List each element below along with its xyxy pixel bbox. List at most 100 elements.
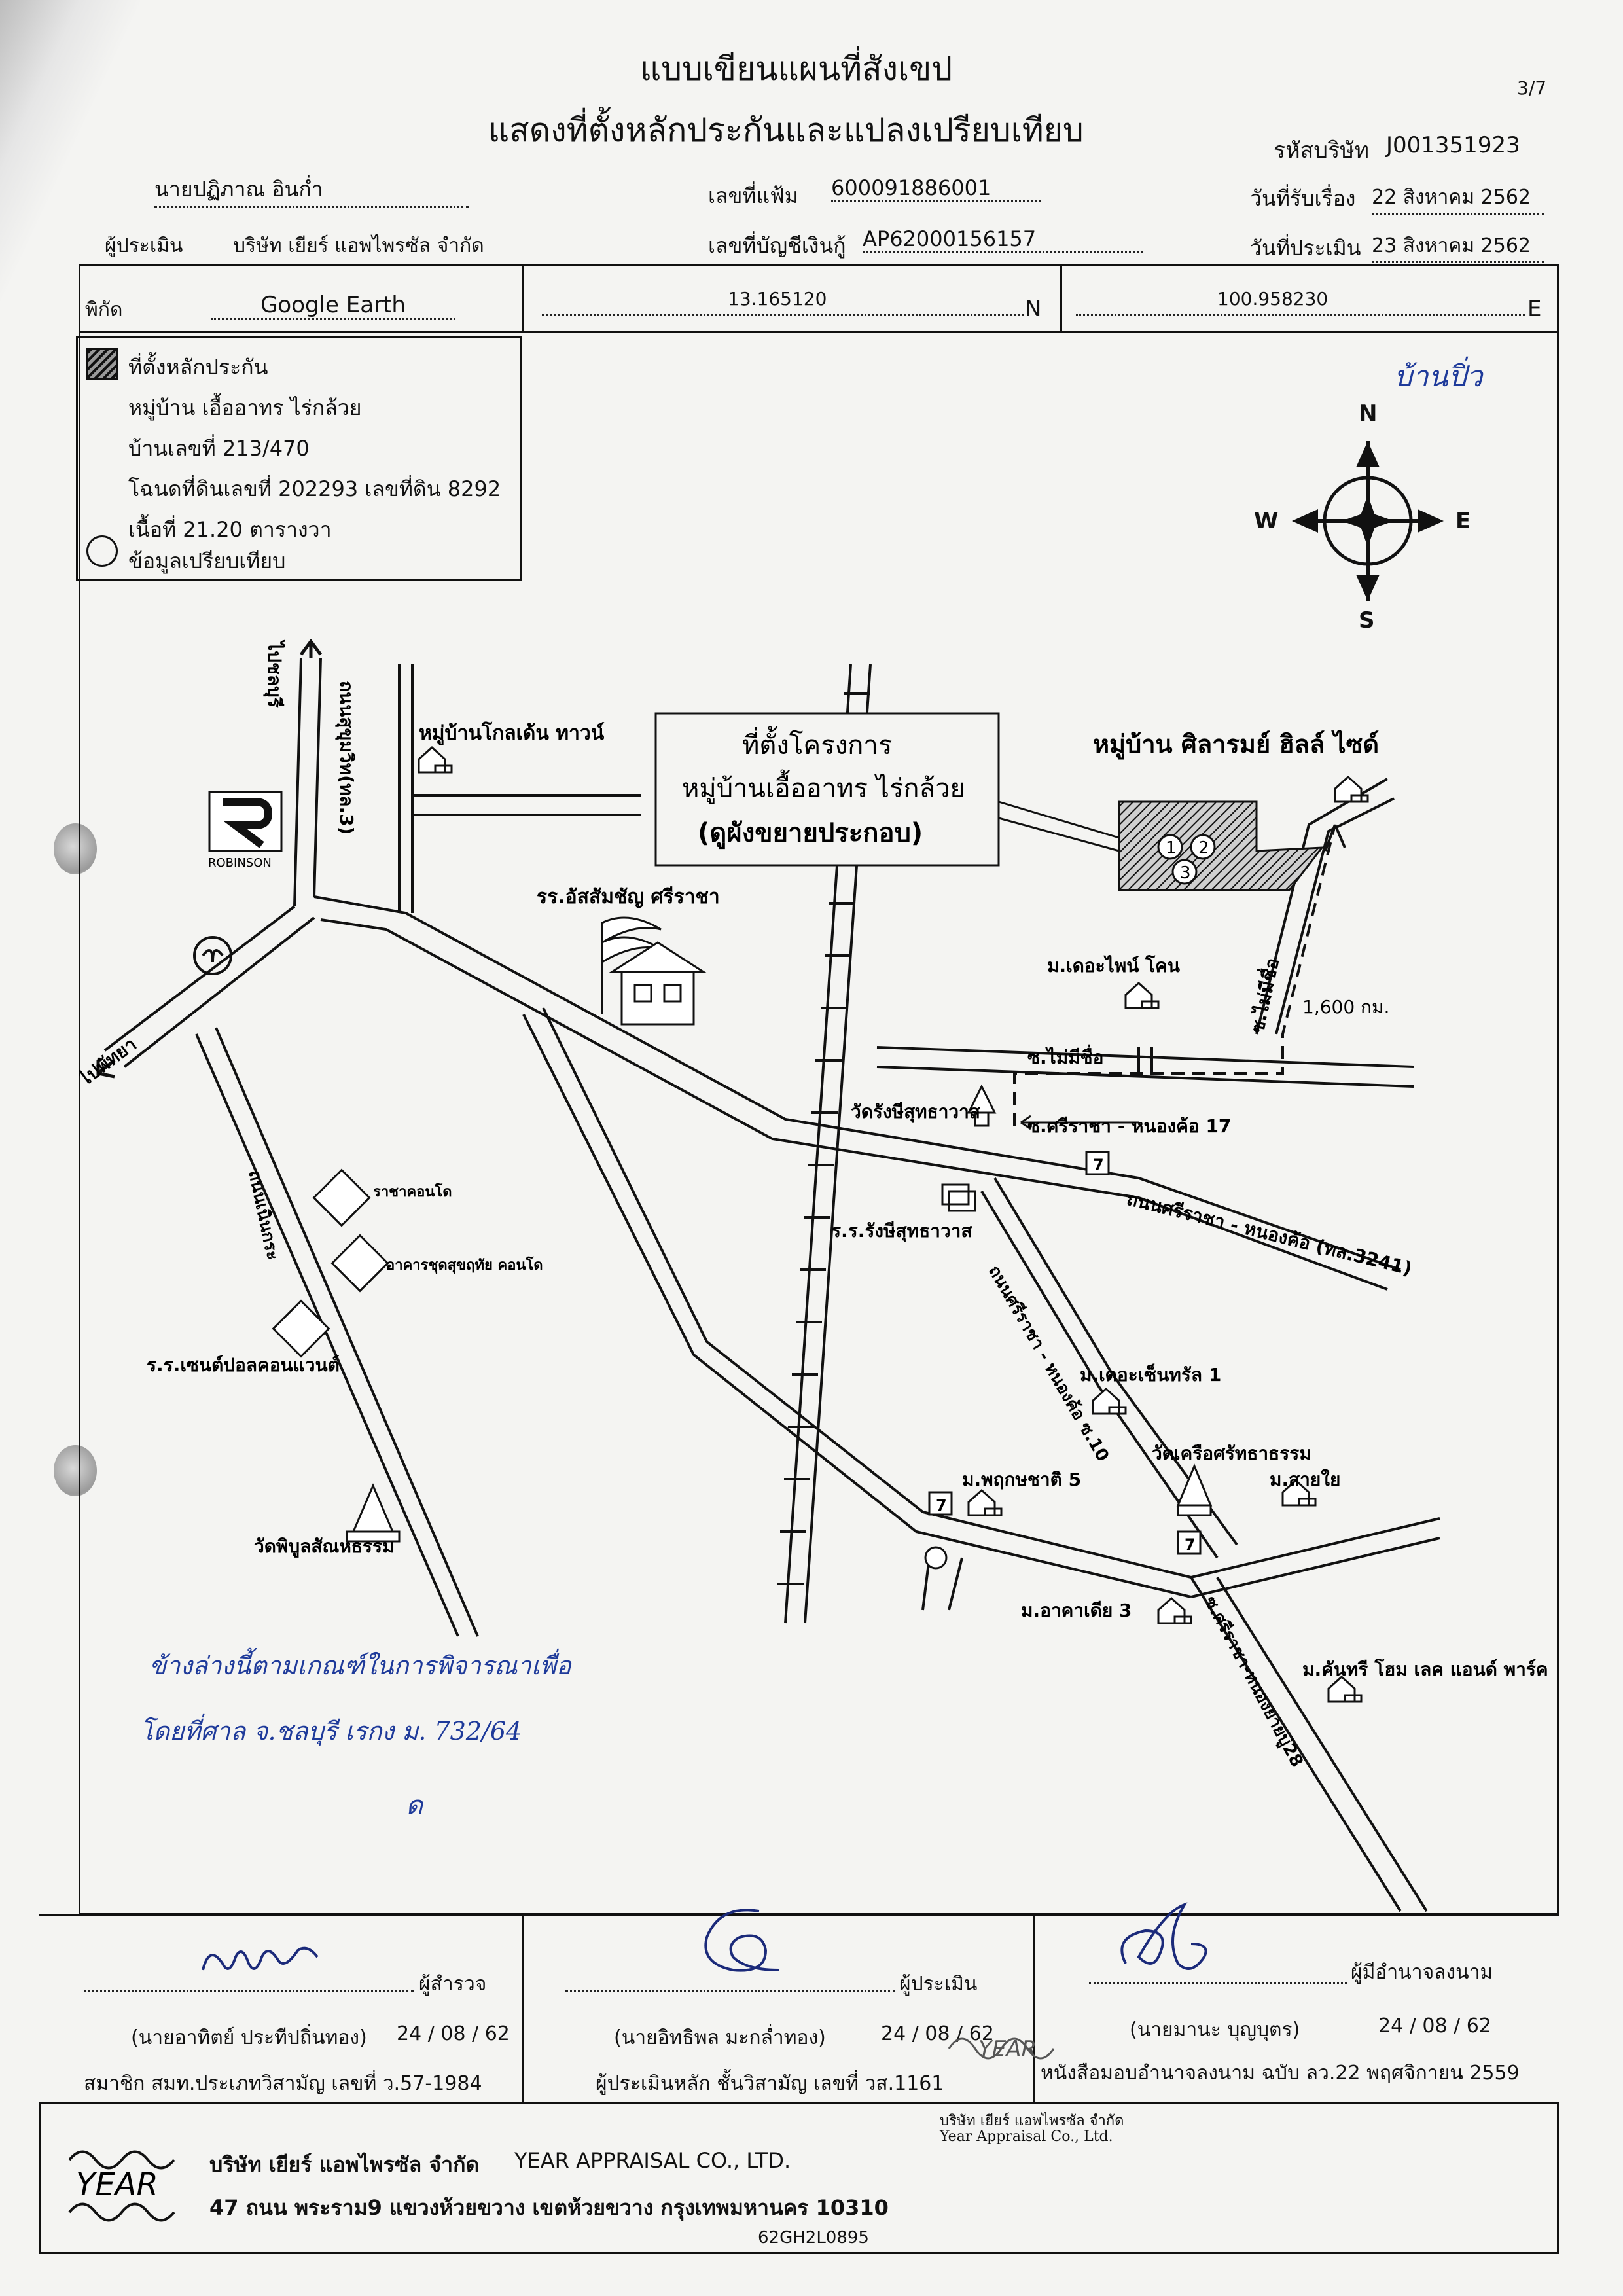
compass-n: N — [1359, 401, 1378, 427]
label-phruksa: ม.พฤกษชาติ 5 — [962, 1469, 1081, 1490]
footer-frame — [39, 2102, 1559, 2254]
book-icon — [941, 1183, 976, 1212]
soi17-arrow — [1020, 1115, 1139, 1130]
dashed-route — [1013, 824, 1336, 1126]
page-subtitle: แสดงที่ตั้งหลักประกันและแปลงเปรียบเทียบ — [488, 111, 1084, 149]
footer-company-logo: YEAR — [68, 2150, 175, 2222]
label-wat-rangsi: วัดรังษีสุทธาวาส — [851, 1101, 981, 1123]
project-note: (ดูผังขยายประกอบ) — [698, 818, 923, 849]
road-south-branch — [921, 1557, 963, 1611]
house-icon — [418, 745, 1369, 1703]
latitude: 13.165120 — [728, 288, 827, 310]
appraiser-company: บริษัท เยียร์ แอพไพรซัล จำกัด — [233, 234, 484, 257]
surveyor-role: ผู้สำรวจ — [419, 1973, 487, 1996]
label-wat-khrue: วัดเครือศรัทธาธรรม — [1152, 1443, 1311, 1464]
label-soi-no-name-1: ซ.ไม่มีชื่อ — [1027, 1044, 1103, 1068]
label-soi-28: ซ.ศรีราชา-หนองยายบู่28 — [1200, 1593, 1307, 1770]
handwritten-note: ด — [406, 1791, 423, 1821]
appraised-label: วันที่ประเมิน — [1250, 236, 1361, 260]
company-code-label: รหัสบริษัท — [1274, 137, 1370, 164]
temple-icon — [346, 1084, 1213, 1543]
label-arcadia: ม.อาคาเดีย 3 — [1021, 1600, 1132, 1621]
road-nong-yai-bu — [522, 1007, 1192, 1598]
loan-no: AP62000156157 — [863, 226, 1143, 253]
appraised-date: 23 สิงหาคม 2562 — [1372, 230, 1544, 263]
route-arrow — [1324, 824, 1346, 852]
surveyor-signature-line — [84, 1990, 414, 1992]
soi-to-pine — [1137, 1047, 1153, 1073]
lon-dotline — [1076, 314, 1525, 316]
project-title: ที่ตั้งโครงการ — [742, 726, 892, 761]
road-sukhumvit — [293, 657, 322, 907]
authorized-name: (นายมานะ บุญบุตร) — [1130, 2018, 1300, 2041]
label-road-nern: ถนนเนินกระ — [244, 1168, 282, 1262]
arrow-to-chonburi — [300, 638, 322, 658]
person-name: นายปฏิภาณ อินก่ำ — [154, 173, 469, 208]
lat-dotline — [542, 314, 1024, 316]
footer-company-en: YEAR APPRAISAL CO., LTD. — [514, 2148, 791, 2173]
label-soi-no-name-2: ซ.ไม่มีชื่อ — [1244, 956, 1283, 1035]
legend-village: หมู่บ้าน เอื้ออาทร ไร่กล้วย — [128, 395, 362, 420]
label-condo-2: อาคารชุดสุขฤทัย คอนโด — [386, 1256, 543, 1274]
authorized-date: 24 / 08 / 62 — [1378, 2015, 1491, 2037]
label-assumption: รร.อัสสัมชัญ ศรีราชา — [537, 886, 720, 908]
coords-row-divider — [79, 331, 1559, 333]
company-code: J001351923 — [1386, 132, 1520, 158]
authorized-doc: หนังสือมอบอำนาจลงนาม ฉบับ ลว.22 พฤศจิกาย… — [1041, 2062, 1520, 2085]
footer-company-th: บริษัท เยียร์ แอพไพรซัล จำกัด — [209, 2152, 480, 2177]
appraiser-role: ผู้ประเมิน — [899, 1973, 978, 1996]
signature-row-bottom — [39, 2102, 1559, 2104]
arrow-to-pattaya — [96, 1059, 116, 1079]
compass-w: W — [1254, 508, 1279, 534]
signature-divider — [1033, 1914, 1035, 2104]
company-stamp-logo: YEAR — [948, 2036, 1055, 2062]
appraiser-signature-line — [565, 1990, 895, 1992]
collateral-swatch — [86, 348, 118, 380]
surveyor-date: 24 / 08 / 62 — [397, 2022, 510, 2045]
coords-divider — [1060, 264, 1062, 332]
legend-collateral: ที่ตั้งหลักประกัน — [128, 355, 268, 380]
compass-s: S — [1359, 607, 1375, 634]
school-icon — [601, 916, 707, 1026]
label-road-sukhumvit: ถนนสุขุมวิท(ทล.3) — [335, 681, 357, 834]
bank-icon — [193, 936, 232, 975]
label-to-chonburi: ไปชลบุรี — [263, 639, 285, 708]
punch-hole — [54, 823, 97, 874]
appraiser-date: 24 / 08 / 62 — [881, 2022, 994, 2045]
parcel-marker-1: 1 — [1166, 838, 1177, 858]
compass-rose-icon — [1292, 441, 1444, 601]
road-nern-kra — [195, 1027, 479, 1637]
authorized-role: ผู้มีอำนาจลงนาม — [1351, 1961, 1493, 1984]
received-date: 22 สิงหาคม 2562 — [1372, 182, 1544, 215]
appraiser-label: ผู้ประเมิน — [105, 234, 183, 257]
road-3241 — [313, 895, 1401, 1291]
appraiser-license: ผู้ประเมินหลัก ชั้นวิสามัญ เลขที่ วส.116… — [596, 2072, 944, 2095]
legend-area: เนื้อที่ 21.20 ตารางวา — [128, 517, 332, 542]
label-condo-1: ราชาคอนโด — [373, 1183, 452, 1200]
label-st-paul: ร.ร.เซนต์ปอลคอนแวนต์ — [147, 1354, 340, 1376]
label-road-3241: ถนนศรีราชา - หนองค้อ (ทล.3241) — [1124, 1188, 1414, 1280]
project-pointer — [998, 800, 1120, 852]
punch-hole — [54, 1445, 97, 1496]
road-to-pattaya — [103, 905, 315, 1068]
location-map: 1 2 3 ที่ตั้งโครงการ หมู่บ้านเอื้ออาทร ไ… — [79, 638, 1548, 1912]
surveyor-member: สมาชิก สมท.ประเภทวิสามัญ เลขที่ ว.57-198… — [84, 2072, 482, 2095]
seven-eleven-mark: 7 — [1185, 1535, 1196, 1554]
soi-golden-town — [398, 664, 641, 913]
label-central: ม.เดอะเซ็นทรัล 1 — [1080, 1363, 1221, 1386]
authorized-signature — [1120, 1902, 1207, 1970]
handwritten-note: ข้างล่างนี้ตามเกณฑ์ในการพิจารณาเพื่อ — [149, 1651, 571, 1680]
legend-house-no: บ้านเลขที่ 213/470 — [128, 436, 310, 461]
parcel-marker-2: 2 — [1198, 838, 1209, 858]
received-label: วันที่รับเรื่อง — [1250, 186, 1356, 211]
loan-no-label: เลขที่บัญชีเงินกู้ — [708, 233, 846, 258]
file-no: 600091886001 — [831, 175, 1041, 202]
file-no-label: เลขที่แฟ้ม — [708, 183, 798, 208]
seven-eleven-mark: 7 — [1093, 1156, 1104, 1174]
authorized-signature-line — [1089, 1982, 1347, 1984]
robinson-logo — [208, 791, 283, 852]
page-fold-shadow — [0, 0, 216, 497]
page-number: 3/7 — [1517, 77, 1547, 99]
seven-eleven-mark: 7 — [936, 1496, 947, 1515]
legend-deed: โฉนดที่ดินเลขที่ 202293 เลขที่ดิน 8292 — [128, 476, 501, 501]
